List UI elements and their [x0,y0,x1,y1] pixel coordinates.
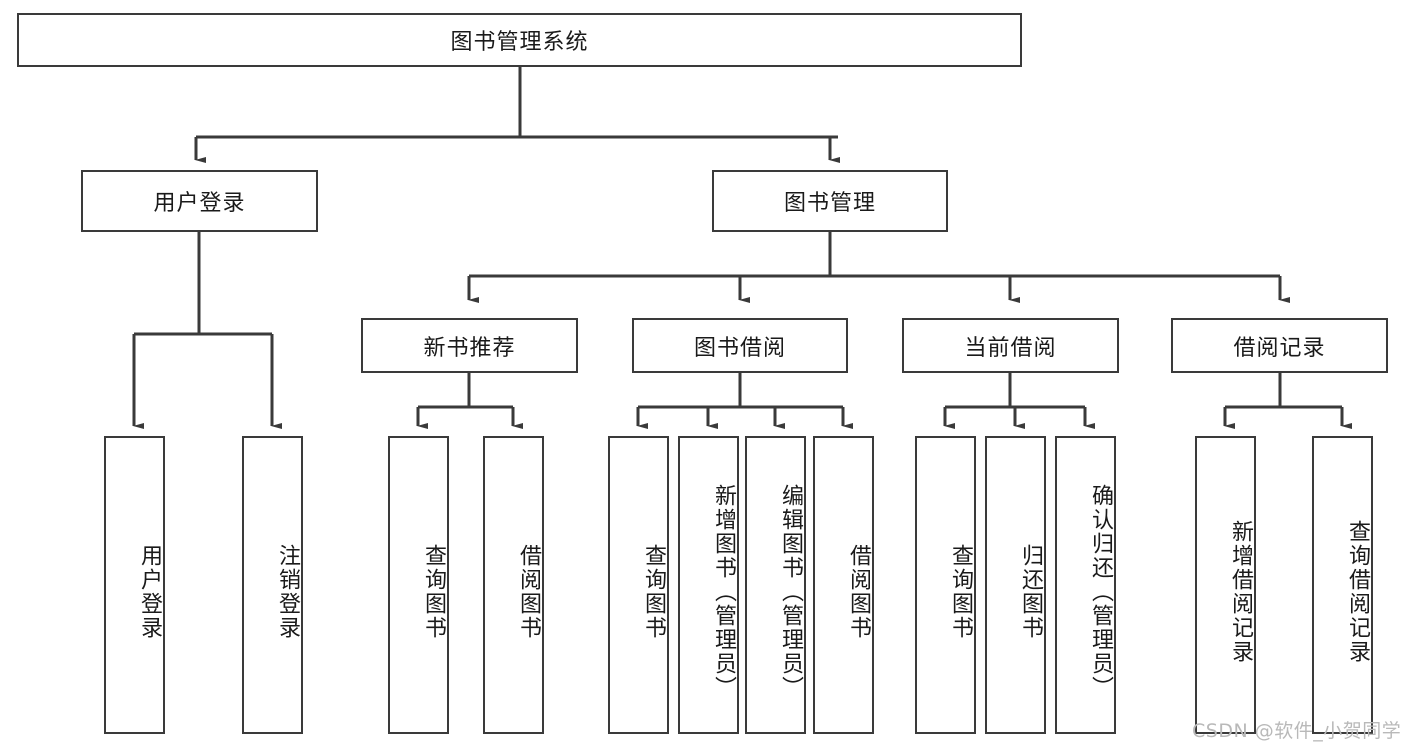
node-book-manage-label: 图书管理 [783,191,876,216]
leaf-return-book-label: 归还图书 [1018,544,1043,640]
node-user-login[interactable]: 用户登录 [81,170,318,232]
leaf-query-book-3[interactable]: 查询图书 [915,436,976,734]
leaf-logout[interactable]: 注销登录 [242,436,303,734]
leaf-user-login-label: 用户登录 [137,544,162,640]
leaf-query-book-1[interactable]: 查询图书 [388,436,449,734]
leaf-query-book-2[interactable]: 查询图书 [608,436,669,734]
node-user-login-label: 用户登录 [153,191,246,216]
node-current-borrow[interactable]: 当前借阅 [902,318,1119,373]
csdn-watermark: CSDN @软件_小贺同学 [1192,720,1402,742]
leaf-add-record[interactable]: 新增借阅记录 [1195,436,1256,734]
leaf-add-record-label: 新增借阅记录 [1228,520,1253,664]
leaf-logout-label: 注销登录 [275,544,300,640]
node-book-borrow-label: 图书借阅 [693,335,786,361]
leaf-query-record[interactable]: 查询借阅记录 [1312,436,1373,734]
node-current-borrow-label: 当前借阅 [964,335,1057,361]
node-new-book-rec-label: 新书推荐 [423,335,516,361]
leaf-borrow-book-1[interactable]: 借阅图书 [483,436,544,734]
node-new-book-rec[interactable]: 新书推荐 [361,318,578,373]
leaf-query-book-2-label: 查询图书 [641,544,666,640]
leaf-confirm-return[interactable]: 确认归还（管理员） [1055,436,1116,734]
leaf-borrow-book-2-label: 借阅图书 [846,544,871,640]
leaf-query-record-label: 查询借阅记录 [1345,520,1370,664]
node-root[interactable]: 图书管理系统 [17,13,1022,67]
leaf-user-login[interactable]: 用户登录 [104,436,165,734]
leaf-add-book-label: 新增图书（管理员） [711,484,736,700]
leaf-query-book-1-label: 查询图书 [421,544,446,640]
leaf-edit-book-label: 编辑图书（管理员） [778,484,803,700]
leaf-return-book[interactable]: 归还图书 [985,436,1046,734]
node-book-manage[interactable]: 图书管理 [712,170,948,232]
leaf-edit-book[interactable]: 编辑图书（管理员） [745,436,806,734]
leaf-borrow-book-1-label: 借阅图书 [516,544,541,640]
node-borrow-record[interactable]: 借阅记录 [1171,318,1388,373]
leaf-confirm-return-label: 确认归还（管理员） [1088,484,1113,700]
node-borrow-record-label: 借阅记录 [1233,335,1326,361]
node-book-borrow[interactable]: 图书借阅 [632,318,848,373]
node-root-label: 图书管理系统 [450,30,589,55]
leaf-query-book-3-label: 查询图书 [948,544,973,640]
leaf-borrow-book-2[interactable]: 借阅图书 [813,436,874,734]
leaf-add-book[interactable]: 新增图书（管理员） [678,436,739,734]
